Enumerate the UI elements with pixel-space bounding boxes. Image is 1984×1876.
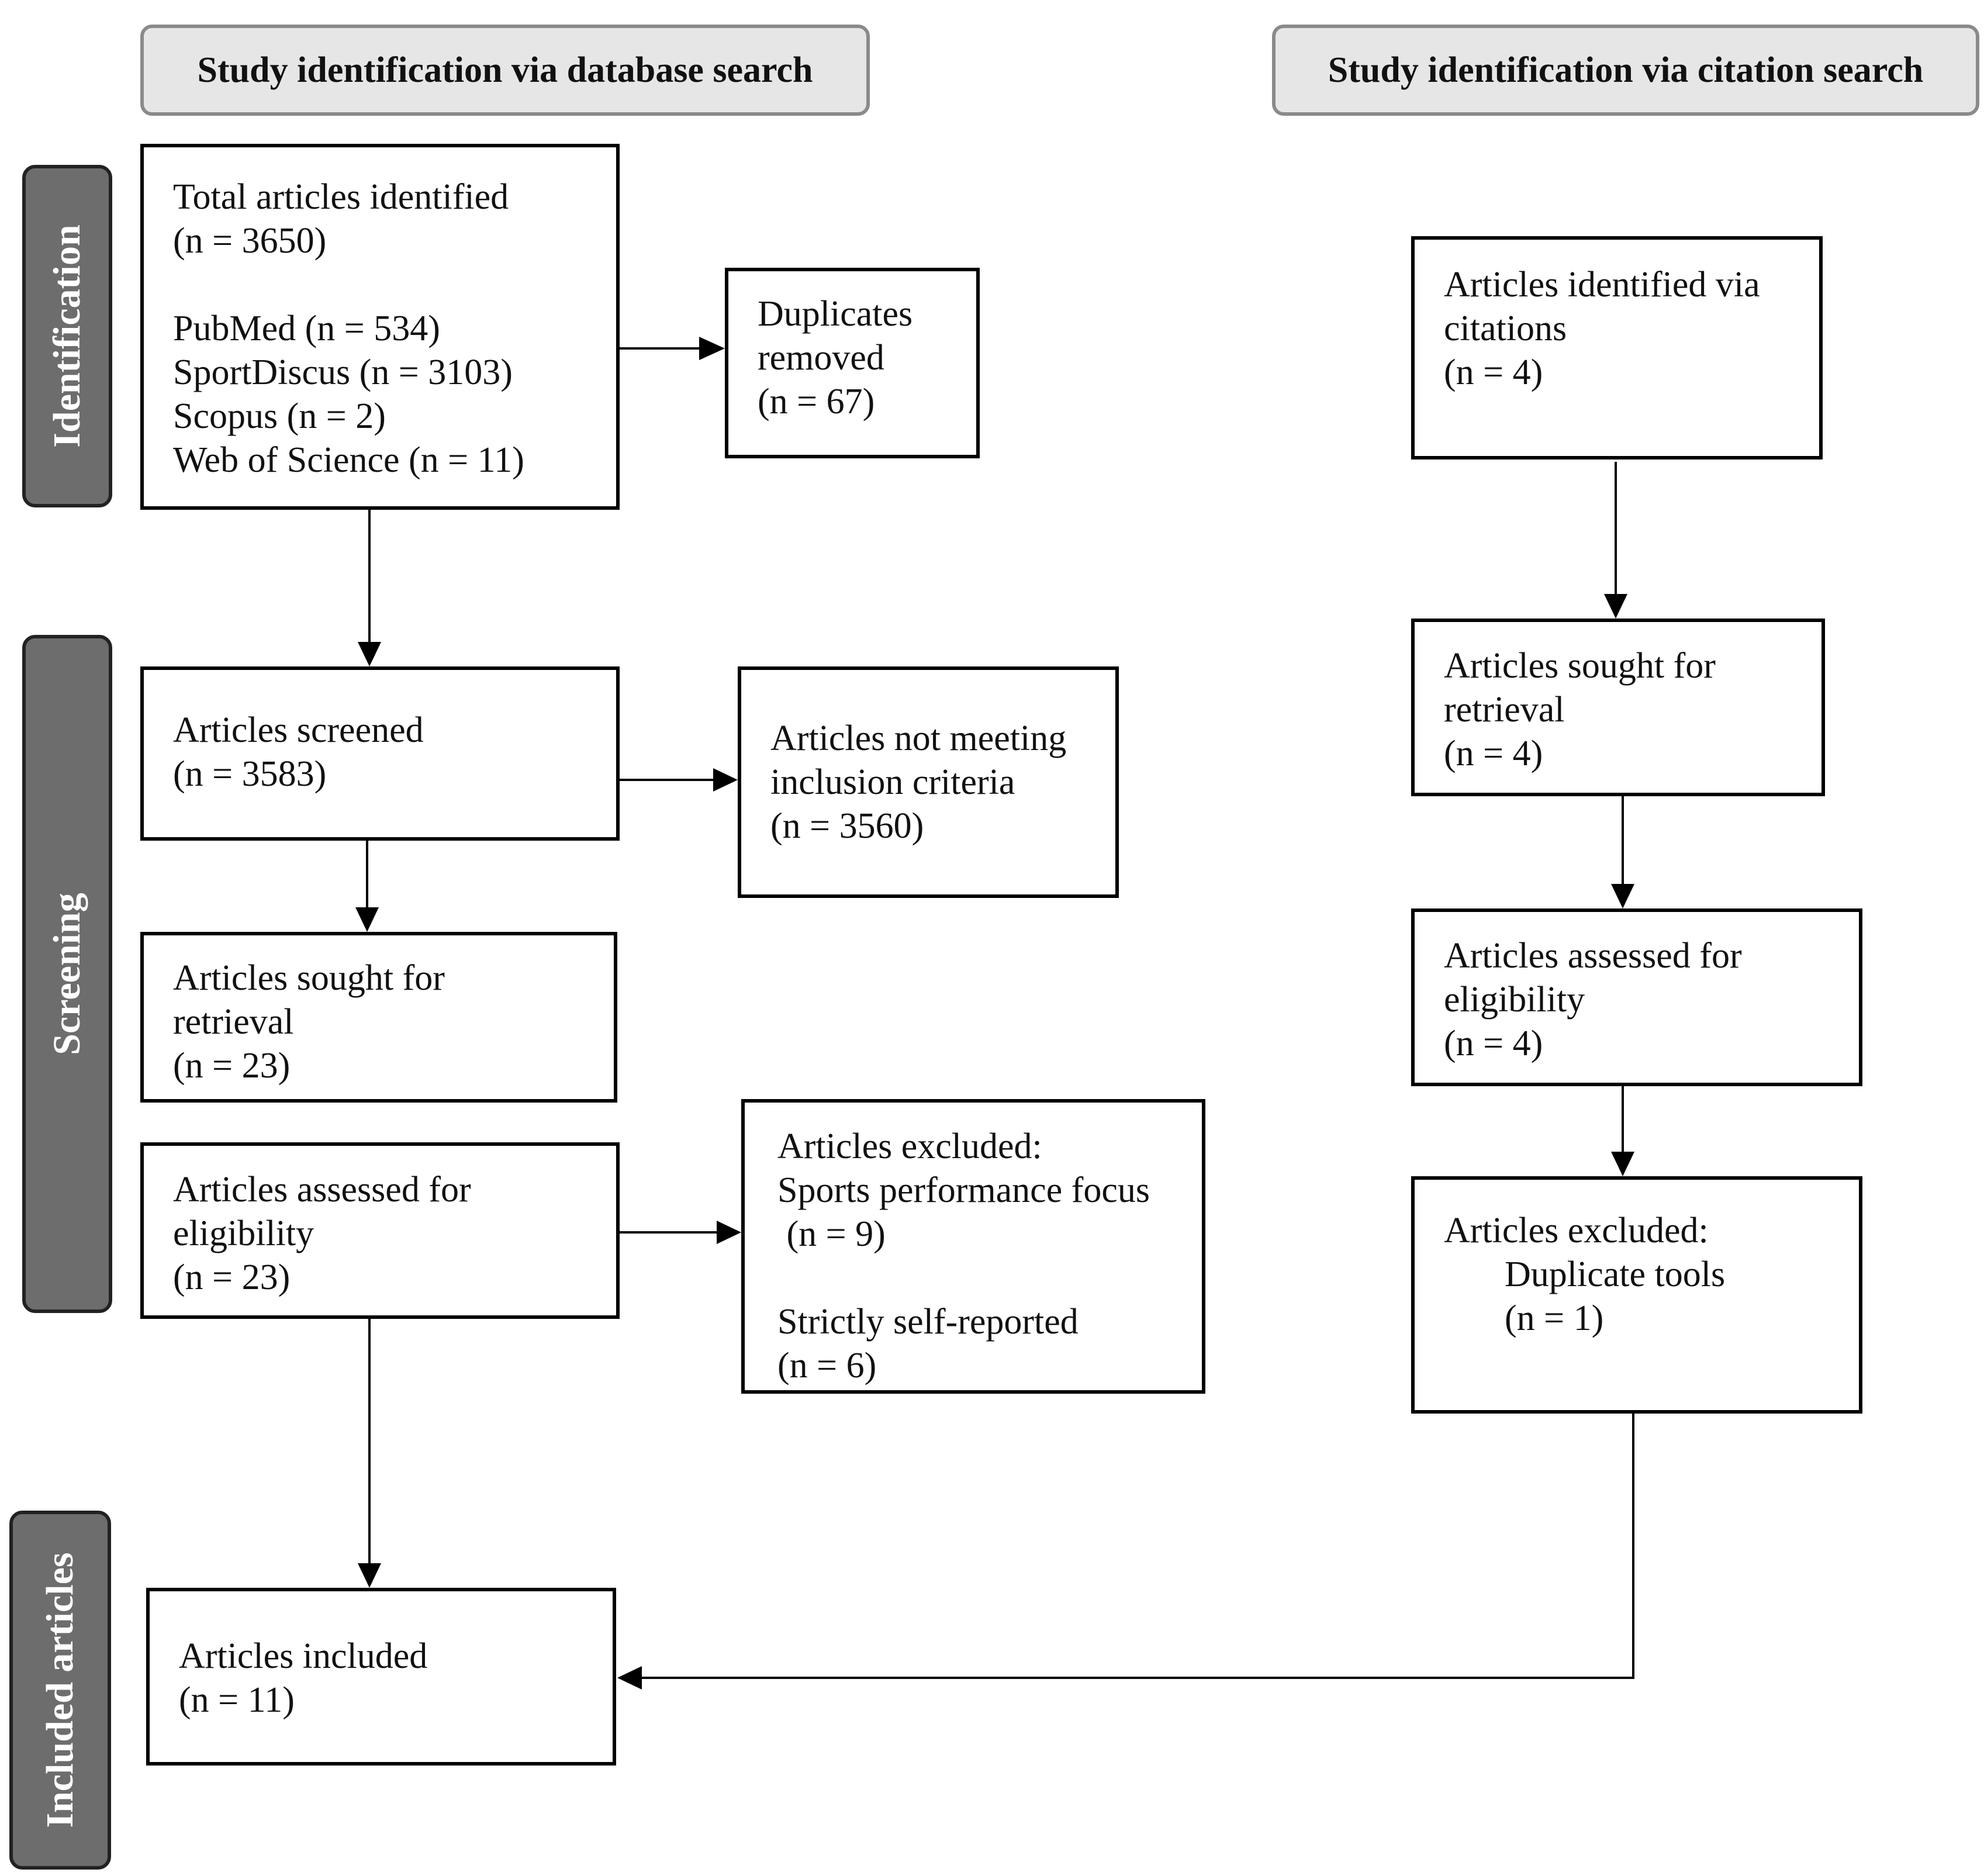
arrowhead-not-meeting bbox=[713, 768, 738, 792]
box-citation-identified: Articles identified via citations (n = 4… bbox=[1411, 236, 1823, 460]
citation-assessed-line2: eligibility bbox=[1444, 980, 1585, 1020]
arrowhead-screened bbox=[358, 642, 381, 666]
source-pubmed: PubMed (n = 534) bbox=[173, 309, 440, 348]
arrowhead-sought bbox=[355, 907, 379, 932]
excluded-self-reported-count: (n = 6) bbox=[777, 1346, 877, 1386]
excluded-reason-self-reported: Strictly self-reported bbox=[777, 1302, 1079, 1342]
arrowhead-included bbox=[358, 1563, 381, 1588]
excluded-reason-performance: Sports performance focus bbox=[777, 1170, 1150, 1210]
source-web-of-science: Web of Science (n = 11) bbox=[173, 440, 524, 480]
arrowhead-citation-excluded bbox=[1611, 1152, 1634, 1176]
database-search-header: Study identification via database search bbox=[140, 25, 870, 116]
excluded-title: Articles excluded: bbox=[777, 1127, 1042, 1166]
box-citation-excluded: Articles excluded: Duplicate tools (n = … bbox=[1411, 1176, 1862, 1414]
included-title: Articles included bbox=[179, 1636, 428, 1676]
assessed-count: (n = 23) bbox=[173, 1257, 291, 1297]
citation-sought-line2: retrieval bbox=[1444, 690, 1565, 730]
box-articles-excluded: Articles excluded: Sports performance fo… bbox=[741, 1099, 1205, 1394]
citation-excluded-count: (n = 1) bbox=[1505, 1298, 1604, 1338]
citation-sought-line1: Articles sought for bbox=[1444, 646, 1716, 686]
sought-line1: Articles sought for bbox=[173, 958, 445, 998]
box-citation-sought: Articles sought for retrieval (n = 4) bbox=[1411, 619, 1825, 796]
assessed-line1: Articles assessed for bbox=[173, 1170, 471, 1210]
included-count: (n = 11) bbox=[179, 1680, 295, 1720]
phase-included: Included articles bbox=[9, 1511, 111, 1870]
citation-identified-count: (n = 4) bbox=[1444, 353, 1543, 392]
box-citation-assessed: Articles assessed for eligibility (n = 4… bbox=[1411, 908, 1862, 1086]
citation-assessed-line1: Articles assessed for bbox=[1444, 936, 1742, 976]
arrowhead-duplicates bbox=[699, 337, 725, 360]
arrow-citation-to-included bbox=[642, 1414, 1634, 1679]
citation-identified-line2: citations bbox=[1444, 309, 1567, 348]
duplicates-line2: removed bbox=[758, 338, 884, 378]
citation-search-header-label: Study identification via citation search bbox=[1328, 50, 1924, 90]
arrowhead-citation-included bbox=[617, 1666, 642, 1690]
box-articles-screened: Articles screened (n = 3583) bbox=[140, 666, 620, 841]
not-meeting-line2: inclusion criteria bbox=[770, 762, 1015, 802]
arrowhead-citation-sought bbox=[1604, 594, 1627, 619]
box-articles-included: Articles included (n = 11) bbox=[146, 1588, 616, 1766]
total-identified-count: (n = 3650) bbox=[173, 221, 327, 261]
source-sportdiscus: SportDiscus (n = 3103) bbox=[173, 353, 513, 392]
database-search-header-label: Study identification via database search bbox=[197, 50, 813, 90]
screened-count: (n = 3583) bbox=[173, 754, 327, 794]
phase-screening: Screening bbox=[22, 635, 112, 1313]
screened-title: Articles screened bbox=[173, 710, 424, 750]
arrowhead-citation-assessed bbox=[1611, 884, 1634, 908]
citation-identified-line1: Articles identified via bbox=[1444, 265, 1760, 305]
not-meeting-count: (n = 3560) bbox=[770, 806, 924, 846]
citation-assessed-count: (n = 4) bbox=[1444, 1024, 1543, 1063]
citation-search-header: Study identification via citation search bbox=[1272, 25, 1979, 116]
box-sought-retrieval: Articles sought for retrieval (n = 23) bbox=[140, 932, 617, 1103]
source-scopus: Scopus (n = 2) bbox=[173, 396, 386, 436]
not-meeting-line1: Articles not meeting bbox=[770, 718, 1067, 758]
citation-excluded-title: Articles excluded: bbox=[1444, 1211, 1709, 1250]
box-not-meeting-criteria: Articles not meeting inclusion criteria … bbox=[738, 666, 1119, 898]
box-assessed-eligibility: Articles assessed for eligibility (n = 2… bbox=[140, 1142, 620, 1319]
phase-identification: Identification bbox=[22, 165, 112, 507]
excluded-performance-count: (n = 9) bbox=[777, 1214, 886, 1254]
duplicates-line1: Duplicates bbox=[758, 294, 913, 334]
sought-line2: retrieval bbox=[173, 1002, 294, 1042]
total-identified-title: Total articles identified bbox=[173, 177, 509, 217]
duplicates-count: (n = 67) bbox=[758, 382, 875, 422]
box-total-identified: Total articles identified (n = 3650) Pub… bbox=[140, 144, 620, 510]
citation-sought-count: (n = 4) bbox=[1444, 734, 1543, 773]
sought-count: (n = 23) bbox=[173, 1046, 291, 1086]
citation-excluded-reason: Duplicate tools bbox=[1505, 1255, 1726, 1294]
arrowhead-excluded bbox=[717, 1221, 741, 1244]
assessed-line2: eligibility bbox=[173, 1214, 314, 1253]
box-duplicates-removed: Duplicates removed (n = 67) bbox=[725, 268, 980, 458]
